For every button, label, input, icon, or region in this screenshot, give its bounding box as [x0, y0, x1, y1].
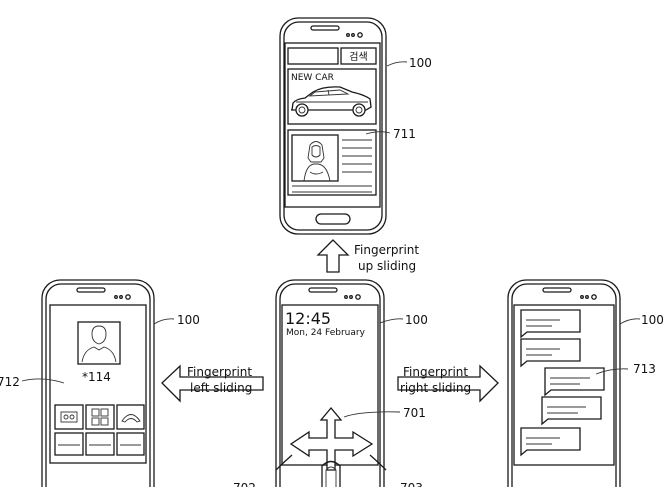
- woman-image: [303, 141, 331, 182]
- left-bottom-button-3[interactable]: [116, 432, 145, 456]
- voicemail-button[interactable]: [54, 404, 84, 430]
- ref-712: 712: [0, 375, 20, 389]
- left-phone: *114: [41, 279, 155, 487]
- up-arrow-label-2: up sliding: [358, 259, 416, 273]
- left-arrow-label-2: left sliding: [190, 381, 252, 395]
- left-bottom-button-2[interactable]: [85, 432, 115, 456]
- phone-icon: [121, 414, 141, 423]
- car-image: [291, 86, 372, 117]
- call-button[interactable]: [116, 404, 145, 430]
- ref-711: 711: [393, 127, 416, 141]
- right-phone: [507, 279, 621, 487]
- voicemail-icon: [60, 411, 78, 423]
- call-screen: [49, 304, 147, 464]
- left-bottom-button-1[interactable]: [54, 432, 84, 456]
- news-banner[interactable]: [287, 68, 377, 125]
- top-phone: 검색 NEW CAR: [279, 17, 387, 235]
- person-icon: [81, 325, 117, 363]
- search-button[interactable]: [340, 47, 377, 65]
- article-photo: [291, 134, 339, 182]
- keypad-button[interactable]: [85, 404, 115, 430]
- right-arrow-label-2: right sliding: [400, 381, 471, 395]
- home-button[interactable]: [315, 213, 351, 225]
- ref-702: 702: [233, 481, 256, 487]
- article-text-lines: [292, 139, 372, 193]
- chat-bubbles: [520, 309, 605, 457]
- ref-100-right: 100: [641, 313, 664, 327]
- news-banner-title: NEW CAR: [291, 73, 334, 83]
- fingerprint-slide-icon: [275, 406, 387, 487]
- left-arrow: [161, 364, 264, 403]
- up-arrow: [316, 239, 350, 273]
- lock-date: Mon, 24 February: [286, 328, 366, 338]
- up-arrow-label-1: Fingerprint: [354, 243, 419, 257]
- ref-713: 713: [633, 362, 656, 376]
- ref-100-left: 100: [177, 313, 200, 327]
- chat-screen: [513, 304, 615, 466]
- keypad-icon: [91, 408, 109, 426]
- ref-703: 703: [400, 481, 423, 487]
- ref-100-top: 100: [409, 56, 432, 70]
- left-arrow-label-1: Fingerprint: [187, 365, 252, 379]
- top-phone-screen: [284, 42, 381, 208]
- contact-number: *114: [82, 370, 111, 384]
- article-card[interactable]: [287, 129, 377, 196]
- right-arrow-label-1: Fingerprint: [403, 365, 468, 379]
- ref-701: 701: [403, 406, 426, 420]
- right-arrow: [397, 364, 499, 403]
- search-input[interactable]: [287, 47, 339, 65]
- ref-100-center: 100: [405, 313, 428, 327]
- contact-avatar: [77, 321, 121, 365]
- lock-time: 12:45: [285, 309, 331, 328]
- search-button-label: 검색: [349, 51, 367, 63]
